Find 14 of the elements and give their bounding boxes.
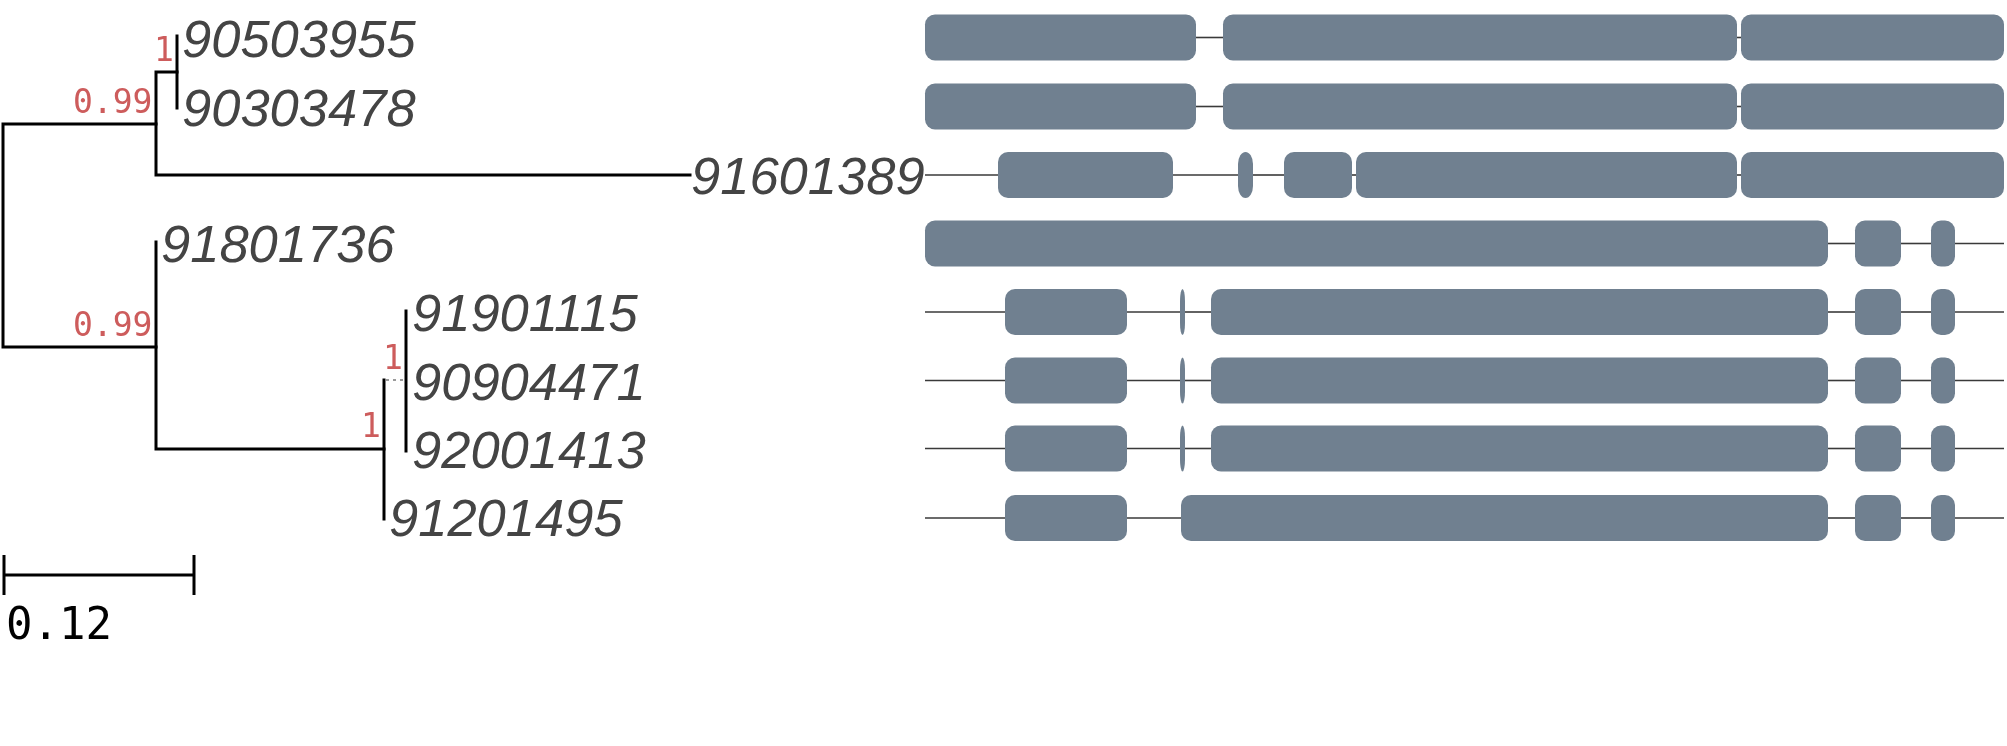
taxon-label: 90503955 (182, 13, 416, 66)
taxon-label: 92001413 (412, 424, 646, 477)
taxon-label: 91901115 (412, 287, 638, 340)
support-value: 1 (361, 409, 381, 443)
support-value: 0.99 (73, 85, 153, 119)
taxon-label: 91801736 (161, 218, 395, 271)
taxon-label: 91601389 (691, 150, 925, 203)
taxon-label: 90904471 (412, 356, 646, 409)
support-value: 1 (154, 33, 174, 67)
taxon-label: 90303478 (182, 82, 416, 135)
taxon-label: 91201495 (389, 492, 623, 545)
scale-value: 0.12 (6, 601, 112, 646)
support-value: 0.99 (73, 308, 153, 342)
support-value: 1 (383, 341, 403, 375)
